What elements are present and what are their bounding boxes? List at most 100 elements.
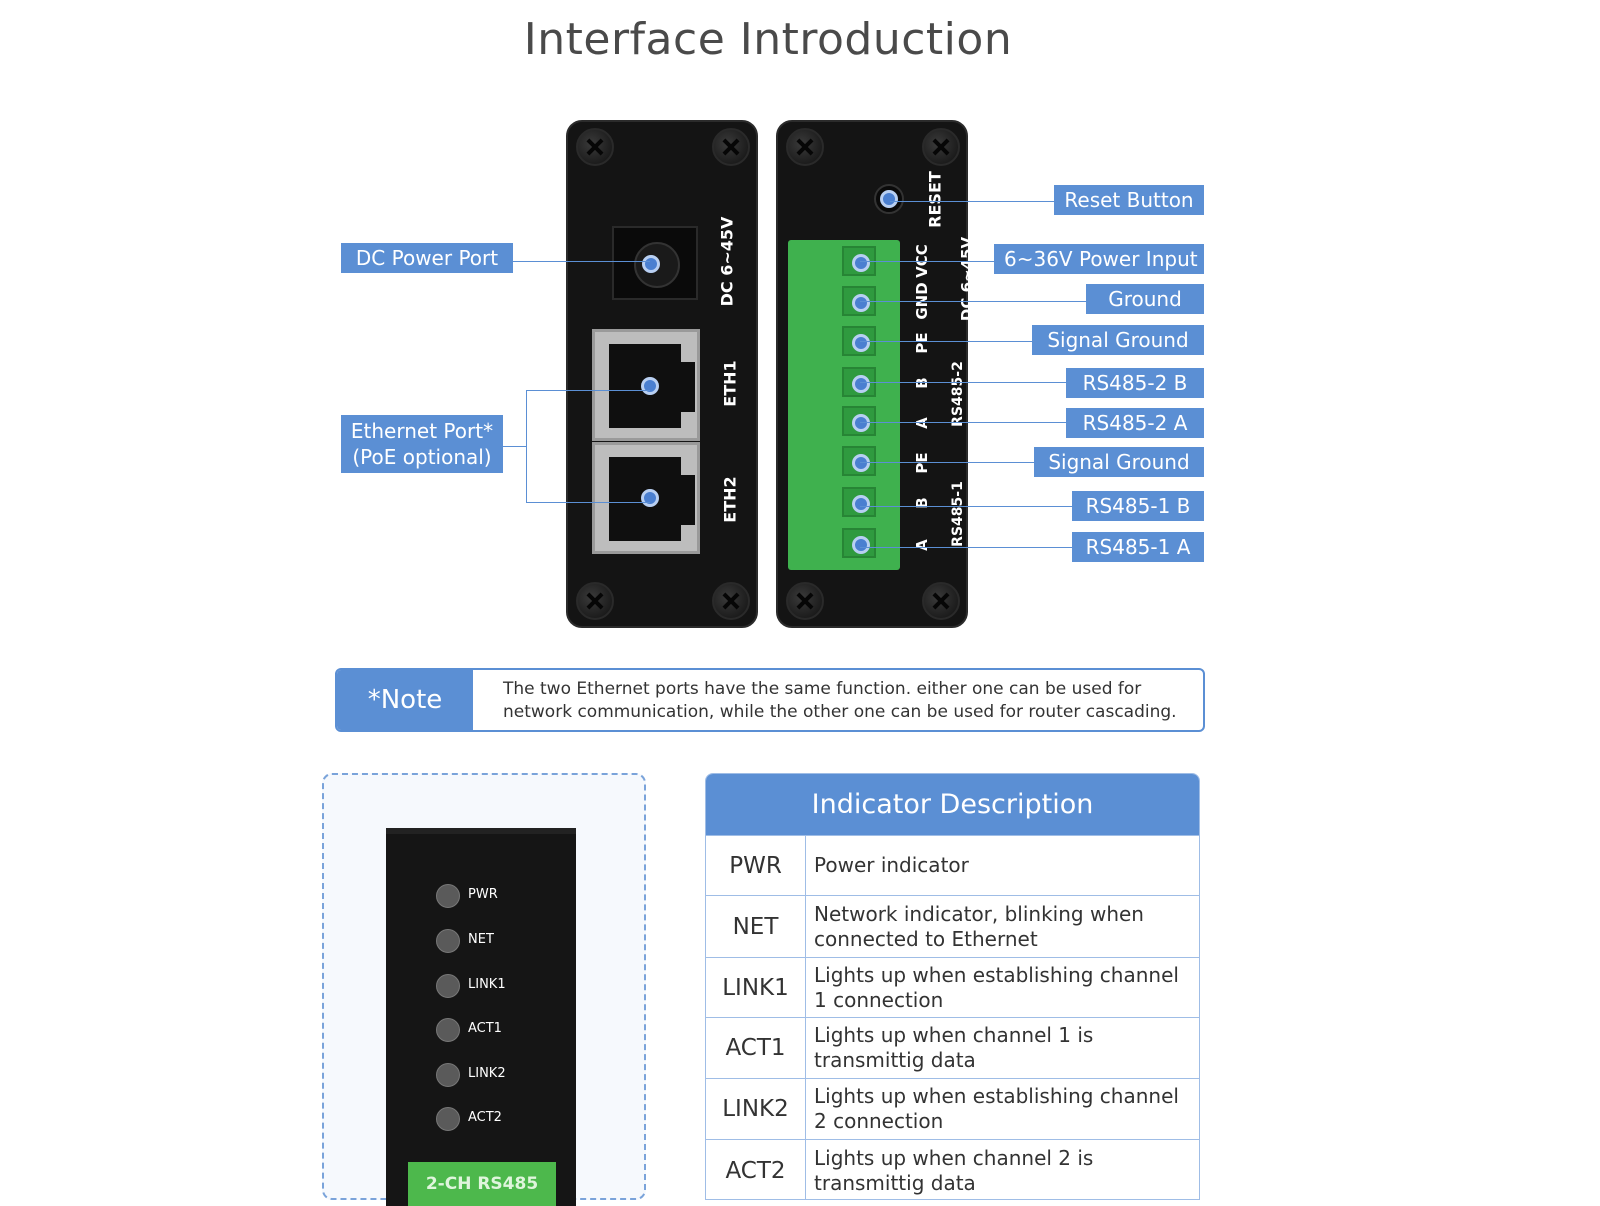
led-label: NET <box>468 932 494 947</box>
link2-led-icon <box>436 1063 460 1087</box>
pe-terminal-2-marker <box>852 334 870 352</box>
net-led-icon <box>436 929 460 953</box>
screw-icon <box>922 582 960 620</box>
callout-line-dc <box>512 261 650 262</box>
callout-line-gnd <box>860 301 1086 302</box>
b-label-1: B <box>913 497 931 509</box>
dc-range-label: DC 6~45V <box>958 236 976 322</box>
terminal-block <box>788 240 900 570</box>
reset-button-callout: Reset Button <box>1054 185 1204 215</box>
pe-label-1: PE <box>913 452 931 474</box>
dc-voltage-label: DC 6~45V <box>717 216 737 307</box>
indicator-name: PWR <box>706 836 806 895</box>
indicator-name: LINK2 <box>706 1079 806 1139</box>
indicator-name: ACT2 <box>706 1140 806 1199</box>
indicator-name: NET <box>706 896 806 957</box>
callout-line-eth1 <box>526 390 650 391</box>
note-text: The two Ethernet ports have the same fun… <box>503 679 1177 722</box>
a-label-1: A <box>913 539 931 551</box>
signal-ground-callout-2: Signal Ground <box>1034 447 1204 477</box>
rs485-1-b-marker <box>852 495 870 513</box>
indicator-desc: Lights up when channel 2 is transmittig … <box>814 1145 1094 1195</box>
callout-line-pe1 <box>860 462 1034 463</box>
rs485-2-b-callout: RS485-2 B <box>1066 368 1204 398</box>
callout-line-rs485-2-b <box>860 382 1066 383</box>
ground-callout: Ground <box>1086 284 1204 314</box>
indicator-name: ACT1 <box>706 1018 806 1078</box>
screw-icon <box>712 582 750 620</box>
link1-led-icon <box>436 974 460 998</box>
reset-button-marker[interactable] <box>880 190 898 208</box>
ethernet-port-callout-line1: Ethernet Port* <box>350 419 494 443</box>
indicator-desc: Lights up when establishing channel 1 co… <box>814 962 1179 1012</box>
right-device-panel: RESET VCC GND DC 6~45V PE B A RS485-2 PE… <box>776 120 976 628</box>
ethernet-port-callout-line2: (PoE optional) <box>352 445 492 469</box>
rs485-2-a-marker <box>852 414 870 432</box>
indicator-name: LINK1 <box>706 958 806 1017</box>
dc-power-port-callout: DC Power Port <box>341 243 513 273</box>
screw-icon <box>712 128 750 166</box>
led-label: LINK1 <box>468 977 506 992</box>
note-label: *Note <box>337 670 473 730</box>
callout-line-eth-stub <box>502 446 526 447</box>
page-title: Interface Introduction <box>523 14 1013 65</box>
callout-line-rs485-1-a <box>860 547 1072 548</box>
callout-line-pe2 <box>860 341 1032 342</box>
callout-line-reset <box>890 201 1054 202</box>
screw-icon <box>786 582 824 620</box>
power-input-callout: 6~36V Power Input <box>994 244 1204 274</box>
led-label: LINK2 <box>468 1066 506 1081</box>
table-row: LINK1 Lights up when establishing channe… <box>706 957 1199 1017</box>
left-device-panel: DC 6~45V ETH1 ETH2 <box>566 120 758 628</box>
act1-led-icon <box>436 1018 460 1042</box>
led-device-panel: PWR NET LINK1 ACT1 LINK2 ACT2 2-CH RS485 <box>386 828 576 1206</box>
callout-line-eth-vertical <box>526 390 527 502</box>
dc-jack <box>612 226 698 300</box>
dc-power-port-marker <box>642 255 660 273</box>
indicator-desc: Power indicator <box>814 853 969 877</box>
indicator-table: Indicator Description PWR Power indicato… <box>705 773 1200 1200</box>
rs485-2-b-marker <box>852 375 870 393</box>
table-row: ACT1 Lights up when channel 1 is transmi… <box>706 1017 1199 1078</box>
pwr-led-icon <box>436 884 460 908</box>
act2-led-icon <box>436 1107 460 1131</box>
pe-terminal-1-marker <box>852 454 870 472</box>
indicator-table-title: Indicator Description <box>706 774 1199 835</box>
note-box: *Note The two Ethernet ports have the sa… <box>335 668 1205 732</box>
reset-label: RESET <box>925 171 945 228</box>
table-row: ACT2 Lights up when channel 2 is transmi… <box>706 1139 1199 1199</box>
rs485-2-a-callout: RS485-2 A <box>1066 408 1204 438</box>
callout-line-rs485-2-a <box>860 422 1066 423</box>
signal-ground-callout-1: Signal Ground <box>1032 325 1204 355</box>
led-label: ACT2 <box>468 1110 502 1125</box>
screw-icon <box>576 582 614 620</box>
eth1-label: ETH1 <box>720 360 740 407</box>
callout-line-rs485-1-b <box>860 506 1072 507</box>
gnd-terminal-marker <box>852 294 870 312</box>
indicator-desc: Network indicator, blinking when connect… <box>814 901 1144 951</box>
screw-icon <box>922 128 960 166</box>
table-row: PWR Power indicator <box>706 835 1199 895</box>
table-row: LINK2 Lights up when establishing channe… <box>706 1078 1199 1139</box>
eth2-label: ETH2 <box>720 476 740 523</box>
b-label-2: B <box>913 377 931 389</box>
rs485-1-a-callout: RS485-1 A <box>1072 532 1204 562</box>
callout-line-eth2 <box>526 502 650 503</box>
screw-icon <box>576 128 614 166</box>
vcc-terminal-marker <box>852 254 870 272</box>
rs485-1-b-callout: RS485-1 B <box>1072 491 1204 521</box>
indicator-desc: Lights up when establishing channel 2 co… <box>814 1084 1179 1133</box>
led-label: PWR <box>468 887 498 902</box>
eth2-port <box>592 442 700 554</box>
callout-line-vcc <box>860 261 994 262</box>
eth2-port-marker <box>641 489 659 507</box>
screw-icon <box>786 128 824 166</box>
rs485-1-a-marker <box>852 536 870 554</box>
a-label-2: A <box>913 417 931 429</box>
led-label: ACT1 <box>468 1021 502 1036</box>
pe-label-2: PE <box>913 332 931 354</box>
rs485-1-group-label: RS485-1 <box>950 481 966 547</box>
ethernet-port-callout: Ethernet Port* (PoE optional) <box>341 415 503 473</box>
indicator-desc: Lights up when channel 1 is transmittig … <box>814 1023 1094 1072</box>
eth1-port-marker <box>641 377 659 395</box>
